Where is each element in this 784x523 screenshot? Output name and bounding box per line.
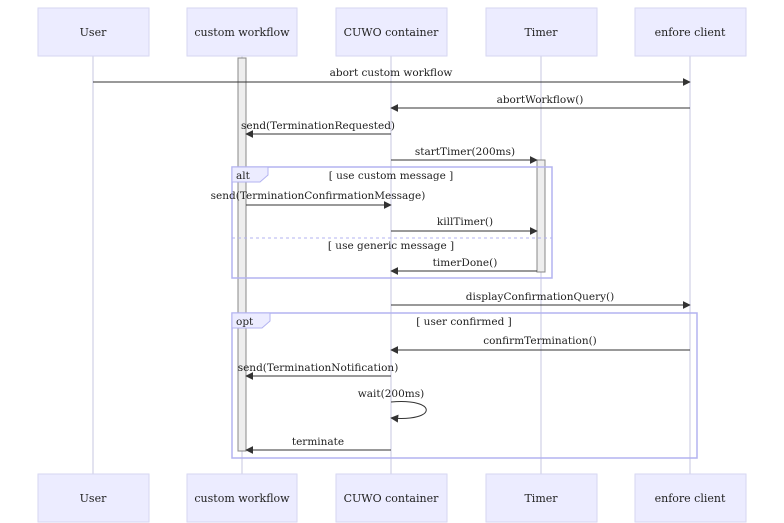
message-arrow — [390, 401, 427, 423]
message-label: startTimer(200ms) — [415, 146, 515, 158]
actor-label: CUWO container — [344, 26, 439, 39]
actor-top-custom-workflow: custom workflow — [186, 7, 298, 57]
message-label: abort custom workflow — [330, 67, 453, 79]
actor-top-enfore-client: enfore client — [634, 7, 747, 57]
alt-condition-1: [ use custom message ] — [329, 170, 454, 182]
alt-fragment: alt [ use custom message ] [ use generic… — [231, 166, 553, 279]
alt-fragment-label: alt — [236, 170, 251, 182]
message-start-timer: startTimer(200ms) — [391, 146, 538, 164]
message-label: abortWorkflow() — [497, 94, 584, 106]
message-send-termination-requested: send(TerminationRequested) — [241, 120, 395, 138]
message-terminate: terminate — [245, 436, 391, 454]
alt-fragment-tab — [231, 166, 269, 183]
actor-bottom-custom-workflow: custom workflow — [186, 473, 298, 523]
actor-label: Timer — [524, 26, 558, 39]
actor-label: Timer — [524, 492, 558, 505]
actor-label: CUWO container — [344, 492, 439, 505]
opt-fragment-label: opt — [236, 316, 254, 328]
message-label: terminate — [292, 436, 344, 448]
message-confirm-termination: confirmTermination() — [390, 335, 690, 354]
actor-top-user: User — [37, 7, 150, 57]
actor-label: custom workflow — [194, 26, 290, 39]
message-label: killTimer() — [437, 216, 493, 228]
message-send-termination-confirmation: send(TerminationConfirmationMessage) — [211, 190, 426, 209]
message-label: wait(200ms) — [358, 388, 424, 400]
actor-bottom-enfore-client: enfore client — [634, 473, 747, 523]
message-abort-custom-workflow: abort custom workflow — [93, 67, 691, 86]
alt-condition-2: [ use generic message ] — [328, 240, 454, 252]
actor-bottom-user: User — [37, 473, 150, 523]
opt-fragment-tab — [231, 312, 271, 329]
message-label: send(TerminationConfirmationMessage) — [211, 190, 426, 202]
message-label: send(TerminationNotification) — [238, 362, 399, 374]
message-kill-timer: killTimer() — [391, 216, 538, 235]
message-timer-done: timerDone() — [390, 257, 537, 275]
message-display-confirmation-query: displayConfirmationQuery() — [391, 291, 691, 309]
message-label: timerDone() — [433, 257, 498, 269]
actor-label: User — [80, 26, 107, 39]
message-label: displayConfirmationQuery() — [466, 291, 615, 303]
actor-top-cuwo-container: CUWO container — [335, 7, 448, 57]
message-wait: wait(200ms) — [358, 388, 427, 423]
message-label: send(TerminationRequested) — [241, 120, 395, 132]
actor-label: enfore client — [655, 26, 726, 39]
message-label: confirmTermination() — [483, 335, 597, 347]
message-send-termination-notification: send(TerminationNotification) — [238, 362, 399, 380]
actor-label: custom workflow — [194, 492, 290, 505]
actor-bottom-timer: Timer — [485, 473, 598, 523]
actor-label: User — [80, 492, 107, 505]
actor-top-timer: Timer — [485, 7, 598, 57]
opt-fragment: opt [ user confirmed ] — [231, 312, 698, 459]
actor-bottom-cuwo-container: CUWO container — [335, 473, 448, 523]
activation-timer — [536, 159, 546, 273]
opt-condition: [ user confirmed ] — [416, 316, 511, 328]
actor-label: enfore client — [655, 492, 726, 505]
message-abort-workflow: abortWorkflow() — [390, 94, 690, 112]
activation-custom-workflow — [237, 57, 247, 452]
